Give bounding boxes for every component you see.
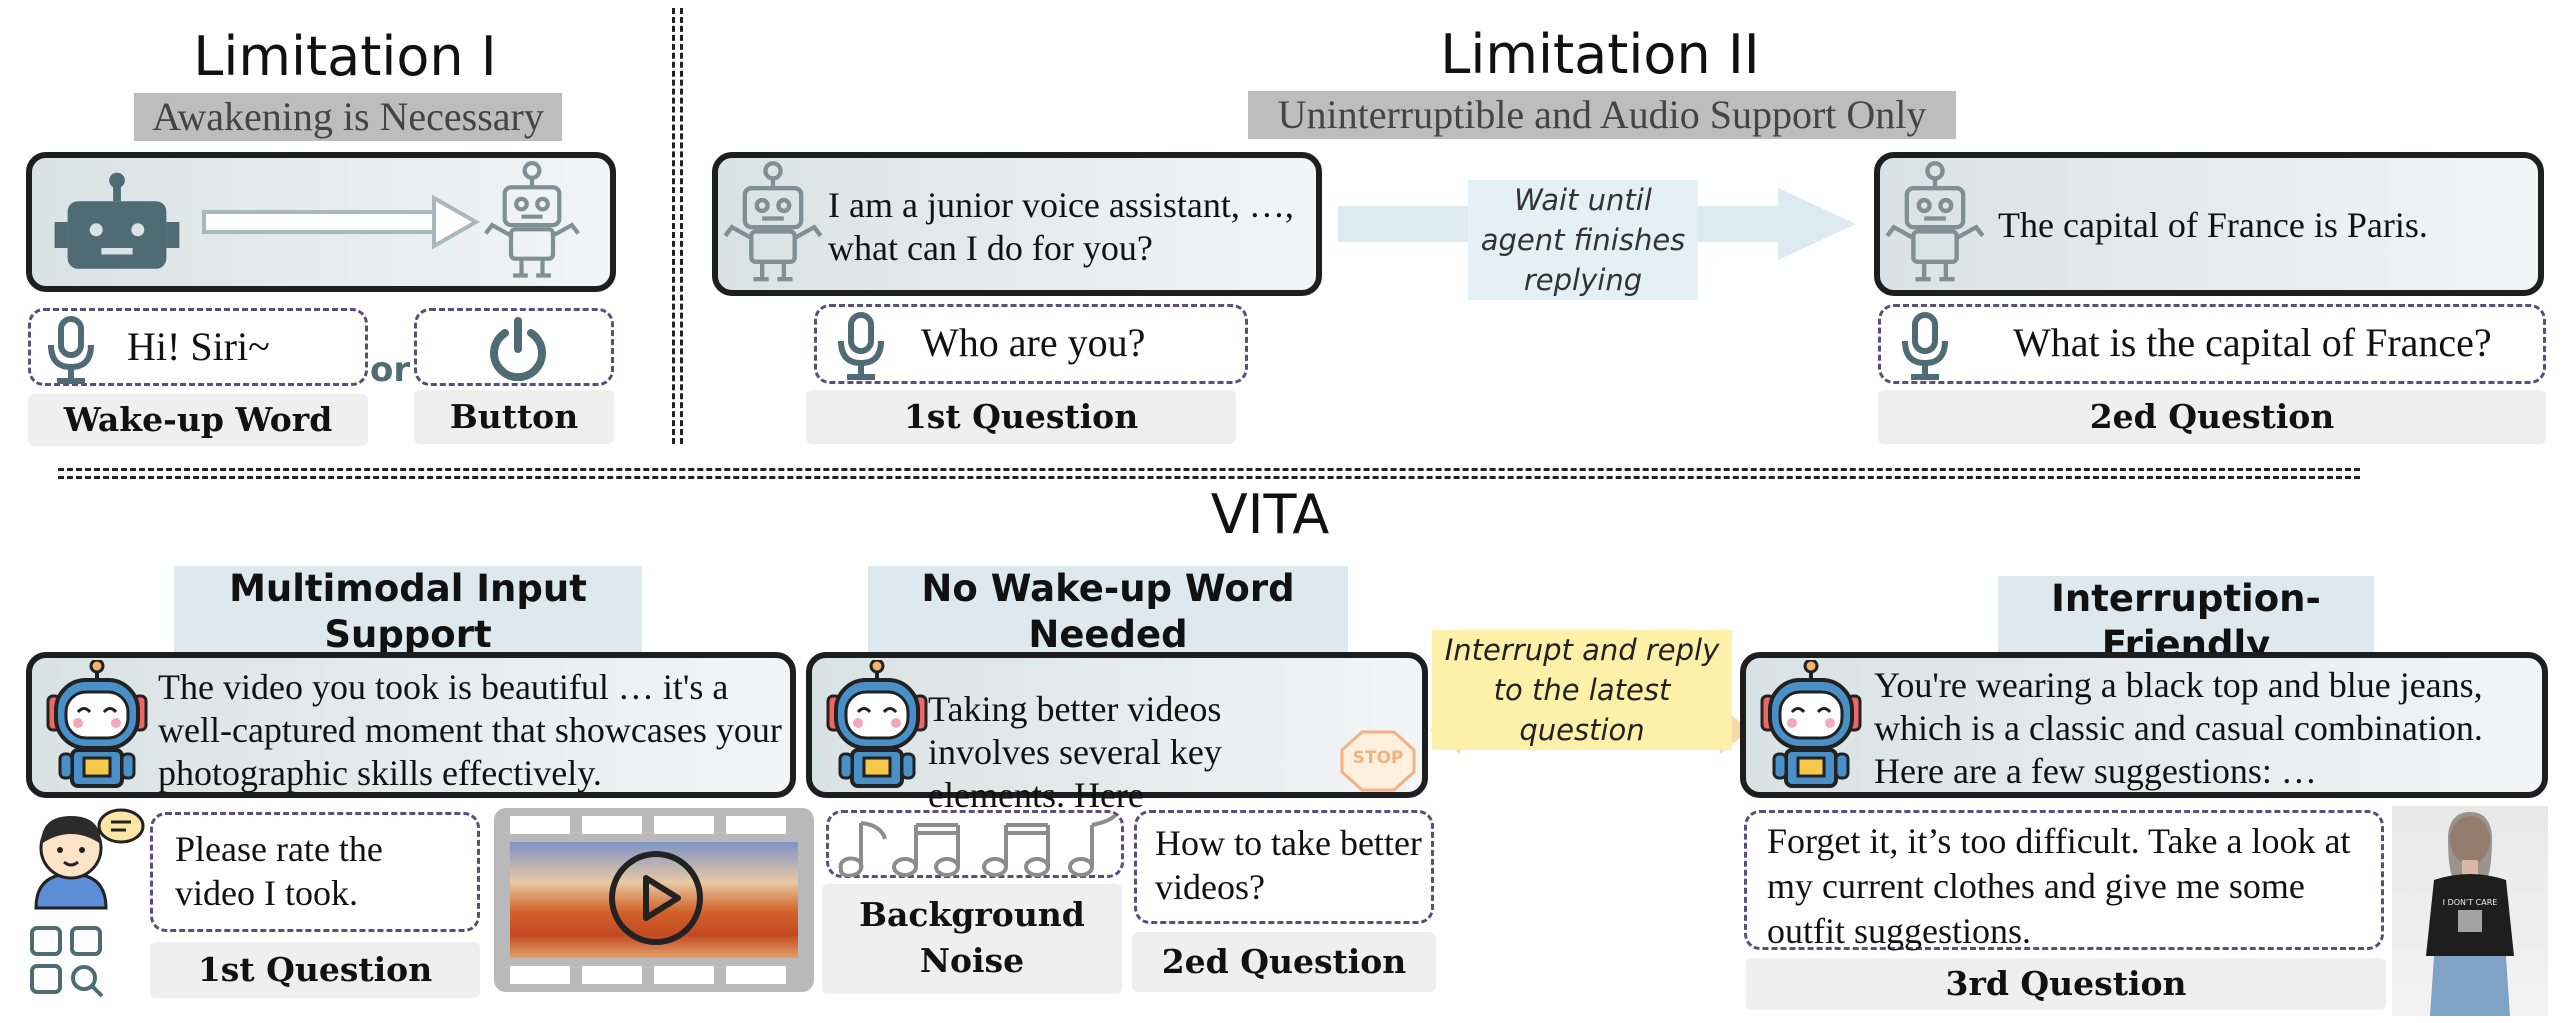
vita-robot-icon (1756, 660, 1866, 790)
section-interrupt: Interruption-Friendly (1998, 576, 2374, 671)
vita-question1-label: 1st Question (150, 942, 480, 998)
modality-grid-icon (30, 926, 104, 998)
limitation1-title: Limitation I (193, 25, 497, 88)
robot-icon (52, 166, 182, 278)
vita-reply2-text: Taking better videos involves several ke… (928, 689, 1222, 815)
power-button-box (414, 308, 614, 386)
vita-bubble-3: You're wearing a black top and blue jean… (1740, 652, 2548, 798)
outline-robot-icon (472, 160, 592, 286)
outline-robot-icon (1880, 160, 1990, 290)
question1-label: 1st Question (806, 390, 1236, 444)
film-holes-bottom (510, 966, 798, 984)
vita-question3-label: 3rd Question (1746, 958, 2386, 1010)
stop-sign-icon (1340, 730, 1416, 792)
vita-robot-icon (42, 660, 152, 790)
question2-label: 2ed Question (1878, 390, 2546, 444)
limitation1-bubble (26, 152, 616, 292)
vita-question2-label: 2ed Question (1132, 932, 1436, 992)
button-label: Button (414, 390, 614, 444)
outline-robot-icon (718, 160, 828, 290)
vertical-divider (672, 8, 679, 444)
vita-question2-text: How to take better videos? (1155, 823, 1422, 907)
wake-word-text: Hi! Siri~ (127, 324, 270, 369)
music-notes-icon (838, 815, 1117, 877)
shirt-print-text: I DON'T CARE (2442, 898, 2498, 907)
vita-reply1-text: The video you took is beautiful … it's a… (158, 667, 782, 793)
limitation1-subtitle: Awakening is Necessary (134, 93, 562, 141)
interrupt-note: Interrupt and reply to the latest questi… (1432, 630, 1732, 750)
or-text: or (370, 350, 411, 390)
power-icon (490, 317, 546, 382)
microphone-icon (41, 315, 101, 385)
play-icon[interactable] (606, 848, 706, 948)
stop-sign-text: STOP (1352, 748, 1404, 768)
vita-question1-box: Please rate the video I took. (150, 812, 480, 932)
horizontal-divider-2 (58, 476, 2360, 479)
user-avatar-icon (34, 808, 145, 910)
horizontal-divider (58, 468, 2360, 471)
microphone-icon (831, 311, 891, 381)
vita-question3-text: Forget it, it’s too difficult. Take a lo… (1767, 821, 2351, 951)
video-thumbnail[interactable] (494, 808, 814, 992)
limitation2-bubble-1: I am a junior voice assistant, …, what c… (712, 152, 1322, 296)
person-figure (2426, 812, 2514, 1016)
reply2-text: The capital of France is Paris. (1998, 205, 2428, 245)
video-frame (510, 842, 798, 958)
vita-reply3-text: You're wearing a black top and blue jean… (1874, 665, 2483, 791)
reply1-text: I am a junior voice assistant, …, what c… (828, 185, 1294, 268)
question2-text: What is the capital of France? (2013, 320, 2492, 365)
limitation2-subtitle: Uninterruptible and Audio Support Only (1248, 91, 1956, 139)
film-holes-top (510, 816, 798, 834)
vertical-divider-2 (680, 8, 687, 444)
section-multimodal: Multimodal Input Support (174, 566, 642, 661)
vita-title: VITA (1210, 483, 1330, 546)
limitation2-title: Limitation II (1440, 23, 1760, 86)
vita-question2-box: How to take better videos? (1134, 810, 1434, 924)
wait-note: Wait until agent finishes replying (1468, 180, 1698, 300)
wake-word-box: Hi! Siri~ (28, 308, 368, 386)
vita-question3-box: Forget it, it’s too difficult. Take a lo… (1744, 810, 2384, 951)
limitation2-bubble-2: The capital of France is Paris. (1874, 152, 2544, 296)
background-noise-box (826, 810, 1124, 878)
question1-text: Who are you? (921, 320, 1146, 365)
vita-bubble-1: The video you took is beautiful … it's a… (26, 652, 796, 798)
vita-robot-icon (822, 660, 932, 790)
question2-box: What is the capital of France? (1878, 304, 2546, 384)
vita-question1-text: Please rate the video I took. (175, 829, 383, 913)
vita-bubble-2: Taking better videos involves several ke… (806, 652, 1428, 815)
section-no-wake: No Wake-up Word Needed (868, 566, 1348, 661)
arrow-right-icon (202, 194, 481, 250)
microphone-icon (1895, 311, 1955, 381)
person-photo: I DON'T CARE (2392, 806, 2548, 1016)
wake-word-label: Wake-up Word (28, 394, 368, 446)
background-noise-label: Background Noise (822, 884, 1122, 994)
question1-box: Who are you? (814, 304, 1248, 384)
